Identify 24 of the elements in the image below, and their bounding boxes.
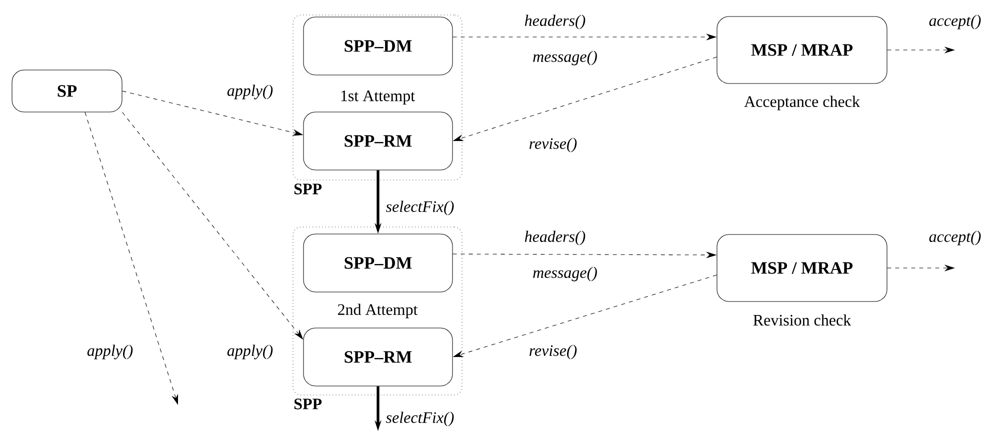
edge-label: selectFix() <box>384 410 456 428</box>
edge-label: headers() <box>523 229 587 247</box>
process-box: SPP–RM <box>303 112 453 170</box>
node-label: Revision check <box>753 314 852 326</box>
edge-label: apply() <box>226 83 274 101</box>
group-label: SPP <box>294 184 322 194</box>
process-box: SPP–DM <box>303 16 453 76</box>
edge-label: accept() <box>927 13 983 31</box>
node-label: Acceptance check <box>744 96 860 110</box>
edge-label: revise() <box>528 136 578 154</box>
process-box: SPP–DM <box>303 234 453 292</box>
edge-label: apply() <box>86 343 134 361</box>
edge-label: revise() <box>528 343 578 361</box>
process-box: SPP–RM <box>303 328 453 386</box>
call-label: message() <box>533 266 597 282</box>
edge-label: apply() <box>226 343 274 361</box>
process-box: MSP / MRAP <box>716 16 888 84</box>
edge-label: headers() <box>523 13 587 31</box>
edge-label: accept() <box>927 229 983 247</box>
edge-label: selectFix() <box>384 199 456 217</box>
process-box: SP <box>12 70 122 112</box>
call-label: message() <box>533 50 597 66</box>
process-box: MSP / MRAP <box>716 234 888 302</box>
group-label: SPP <box>294 398 322 410</box>
